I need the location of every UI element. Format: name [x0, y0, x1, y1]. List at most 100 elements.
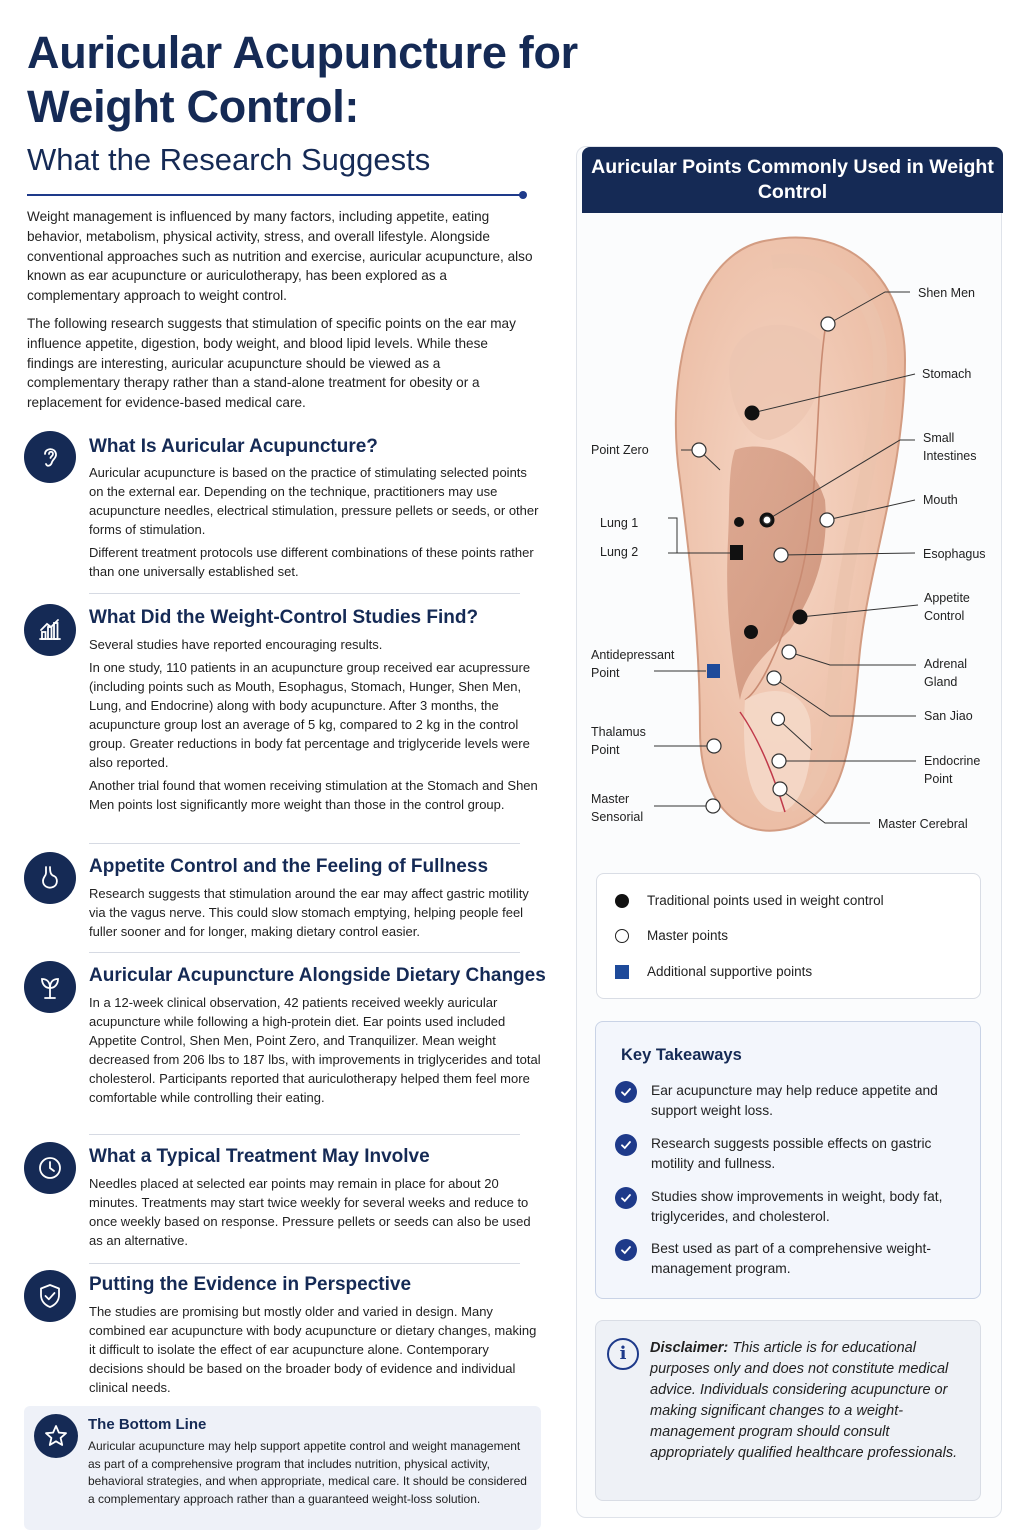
takeaway-item: Best used as part of a comprehensive wei… [615, 1239, 965, 1279]
leader-stomach [751, 373, 916, 414]
section-paragraph: Research suggests that stimulation aroun… [89, 886, 529, 939]
point-esophagus [773, 547, 789, 563]
label-lung1: Lung 1 [600, 516, 639, 530]
label-small-intestines: Small Intestines [923, 431, 977, 463]
section-paragraph: Auricular acupuncture is based on the pr… [89, 465, 539, 537]
key-takeaways: Key Takeaways Ear acupuncture may help r… [595, 1021, 981, 1299]
section-paragraph: Needles placed at selected ear points ma… [89, 1176, 531, 1248]
section-paragraph: In one study, 110 patients in an acupunc… [89, 660, 531, 770]
ear-lobe [744, 691, 811, 812]
point-master-sensorial [705, 798, 721, 814]
ear-antihelix [744, 329, 826, 701]
check-icon [615, 1134, 637, 1156]
label-master-sensorial: Master Sensorial [591, 792, 644, 824]
disclaimer-label: Disclaimer: [650, 1340, 729, 1356]
label-shen-men: Shen Men [918, 286, 975, 300]
page-subtitle: What the Research Suggests [27, 142, 431, 177]
leader-appetite [799, 604, 919, 618]
ear-helix [770, 253, 888, 812]
bar-chart-icon [24, 604, 76, 656]
section-body-treatment: Needles placed at selected ear points ma… [89, 1174, 541, 1250]
check-icon [615, 1187, 637, 1209]
legend-item-master: Master points [615, 928, 728, 943]
takeaway-item: Ear acupuncture may help reduce appetite… [615, 1081, 965, 1121]
star-icon [34, 1414, 78, 1458]
section-title-appetite: Appetite Control and the Feeling of Full… [89, 856, 489, 877]
point-small-intestines-ring [762, 515, 772, 525]
section-title-what-is: What Is Auricular Acupuncture? [89, 436, 378, 457]
section-paragraph: Another trial found that women receiving… [89, 778, 538, 812]
point-adrenal [781, 644, 797, 660]
section-divider [89, 1263, 520, 1264]
legend-label: Master points [647, 928, 729, 943]
point-stomach [744, 405, 760, 421]
section-title-dietary: Auricular Acupuncture Alongside Dietary … [89, 965, 546, 986]
leader-mouth [826, 499, 916, 521]
section-paragraph: Different treatment protocols use differ… [89, 545, 534, 579]
label-master-cerebral: Master Cerebral [878, 817, 968, 831]
leader-small-intestines [766, 439, 915, 521]
clock-icon [24, 1142, 76, 1194]
legend-label: Traditional points used in weight contro… [647, 893, 884, 908]
section-body-appetite: Research suggests that stimulation aroun… [89, 884, 541, 941]
bottom-line-text: Auricular acupuncture may help support a… [88, 1439, 527, 1506]
takeaway-text: Studies show improvements in weight, bod… [651, 1189, 943, 1224]
section-title-treatment: What a Typical Treatment May Involve [89, 1146, 430, 1167]
point-san-jiao-lower [770, 711, 786, 727]
check-icon [615, 1081, 637, 1103]
section-divider [89, 952, 520, 953]
leader-san-jiao [773, 677, 916, 717]
section-divider [89, 1134, 520, 1135]
leader-lung [668, 517, 678, 554]
blue-square-icon [615, 964, 629, 979]
intro-paragraph-1: Weight management is influenced by many … [27, 209, 533, 304]
point-appetite-control [792, 609, 808, 625]
label-san-jiao: San Jiao [924, 709, 973, 723]
point-thalamus [706, 738, 722, 754]
disclaimer-body: This article is for educational purposes… [650, 1340, 958, 1461]
leader-master-cerebral [779, 788, 870, 824]
section-paragraph: In a 12-week clinical observation, 42 pa… [89, 995, 541, 1105]
legend-item-supportive: Additional supportive points [615, 964, 812, 979]
point-mouth [819, 512, 835, 528]
section-body-studies: Several studies have reported encouragin… [89, 635, 541, 814]
section-body-perspective: The studies are promising but mostly old… [89, 1302, 541, 1397]
title-divider [27, 194, 523, 196]
leader-endocrine-1 [777, 718, 813, 751]
takeaway-item: Studies show improvements in weight, bod… [615, 1187, 965, 1227]
label-thalamus: Thalamus Point [591, 725, 646, 757]
check-icon [615, 1239, 637, 1261]
ear-icon [24, 431, 76, 483]
legend-item-traditional: Traditional points used in weight contro… [615, 893, 884, 908]
section-title-perspective: Putting the Evidence in Perspective [89, 1274, 412, 1295]
leader-esophagus [780, 552, 916, 556]
label-appetite-control: Appetite Control [924, 591, 970, 623]
label-point-zero: Point Zero [591, 443, 649, 457]
point-traditional-extra [744, 625, 758, 639]
leaf-icon [24, 961, 76, 1013]
diagram-legend: Traditional points used in weight contro… [596, 873, 981, 999]
ear-diagram [654, 236, 919, 832]
point-antidepressant [707, 664, 720, 678]
label-endocrine: Endocrine Point [924, 754, 981, 786]
shield-check-icon [24, 1270, 76, 1322]
label-mouth: Mouth [923, 493, 958, 507]
leader-shen-men [827, 291, 910, 325]
page-title: Auricular Acupuncture for Weight Control… [27, 27, 578, 132]
takeaway-text: Ear acupuncture may help reduce appetite… [651, 1083, 938, 1118]
label-lung2: Lung 2 [600, 545, 639, 559]
intro-paragraph-2: The following research suggests that sti… [27, 316, 516, 411]
section-divider [89, 843, 520, 844]
label-adrenal: Adrenal Gland [924, 657, 968, 689]
disclaimer-text: Disclaimer: This article is for educatio… [650, 1338, 970, 1464]
white-dot-icon [615, 928, 629, 943]
section-title-studies: What Did the Weight-Control Studies Find… [89, 607, 479, 628]
point-endocrine [771, 753, 787, 769]
label-stomach: Stomach [922, 367, 972, 381]
bottom-line-box: The Bottom Line Auricular acupuncture ma… [24, 1406, 541, 1530]
section-body-what-is: Auricular acupuncture is based on the pr… [89, 463, 541, 581]
takeaway-text: Research suggests possible effects on ga… [651, 1136, 932, 1171]
point-san-jiao [766, 670, 782, 686]
takeaways-title: Key Takeaways [621, 1046, 742, 1064]
disclaimer-box: i Disclaimer: This article is for educat… [595, 1320, 981, 1501]
